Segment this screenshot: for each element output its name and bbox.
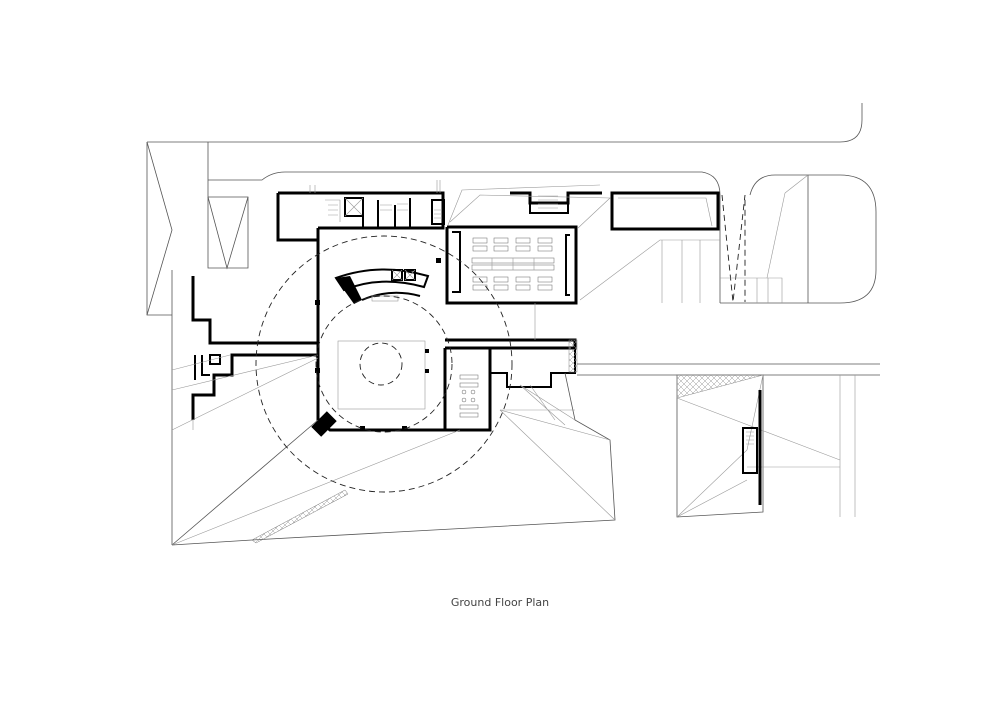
- east-annex: [676, 374, 841, 518]
- drawing-caption: Ground Floor Plan: [450, 596, 550, 609]
- site-boundary: [146, 103, 877, 545]
- seating-rows: [471, 237, 555, 291]
- meeting-room: [459, 339, 578, 418]
- upper-right-zone: [579, 174, 809, 303]
- road-east: [577, 363, 880, 517]
- conference-room: [445, 225, 578, 305]
- circulation-radius: [255, 235, 513, 493]
- landscape-plaza: [171, 372, 616, 546]
- curved-core: [334, 268, 430, 304]
- north-stair: [447, 184, 611, 229]
- west-wing: [171, 276, 319, 431]
